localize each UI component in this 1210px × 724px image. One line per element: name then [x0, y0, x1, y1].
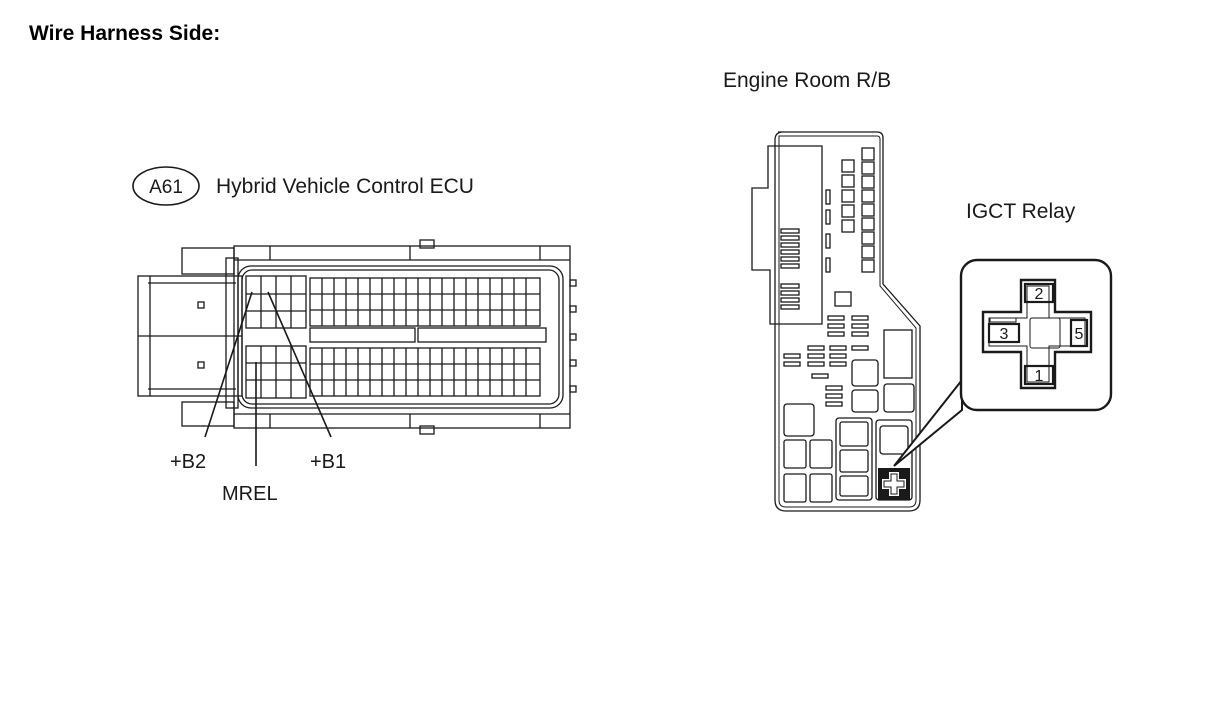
pin-grid-upper	[309, 277, 541, 327]
pin-grid-lower	[309, 347, 541, 397]
ecu-name: Hybrid Vehicle Control ECU	[216, 175, 474, 198]
terminal-5-label: 5	[1075, 326, 1084, 343]
pin-label-b2: +B2	[170, 451, 206, 473]
pin-label-b1: +B1	[310, 451, 346, 473]
relay-name: IGCT Relay	[966, 200, 1076, 223]
terminal-1	[1023, 364, 1055, 386]
leader-b1	[267, 291, 332, 438]
leader-b2	[204, 291, 253, 438]
relay-socket	[883, 329, 913, 379]
terminal-2	[1023, 282, 1055, 304]
terminal-1-label: 1	[1035, 368, 1044, 385]
ecu-connector	[137, 239, 577, 435]
pin-leader-lines	[204, 291, 332, 466]
relay-callout-box	[959, 258, 1113, 412]
terminal-5	[1069, 318, 1089, 348]
terminal-3	[987, 322, 1021, 344]
ecu-connector-label: A61 Hybrid Vehicle Control ECU	[132, 166, 474, 206]
page-title: Wire Harness Side:	[29, 22, 221, 45]
relay-block-outline	[774, 131, 921, 512]
block-connector-left	[751, 145, 823, 325]
relay-outline	[981, 278, 1093, 390]
terminal-3-label: 3	[1000, 326, 1009, 343]
relay-block	[751, 131, 921, 512]
connector-code: A61	[149, 177, 183, 198]
connector-body	[233, 245, 571, 429]
relay-block-name: Engine Room R/B	[723, 69, 891, 92]
relay-callout: 2 3 5 1	[959, 258, 1113, 412]
connector-code-oval	[132, 166, 200, 206]
callout-pointer	[893, 377, 963, 467]
pin-label-mrel: MREL	[222, 483, 278, 505]
terminal-2-label: 2	[1035, 286, 1044, 303]
